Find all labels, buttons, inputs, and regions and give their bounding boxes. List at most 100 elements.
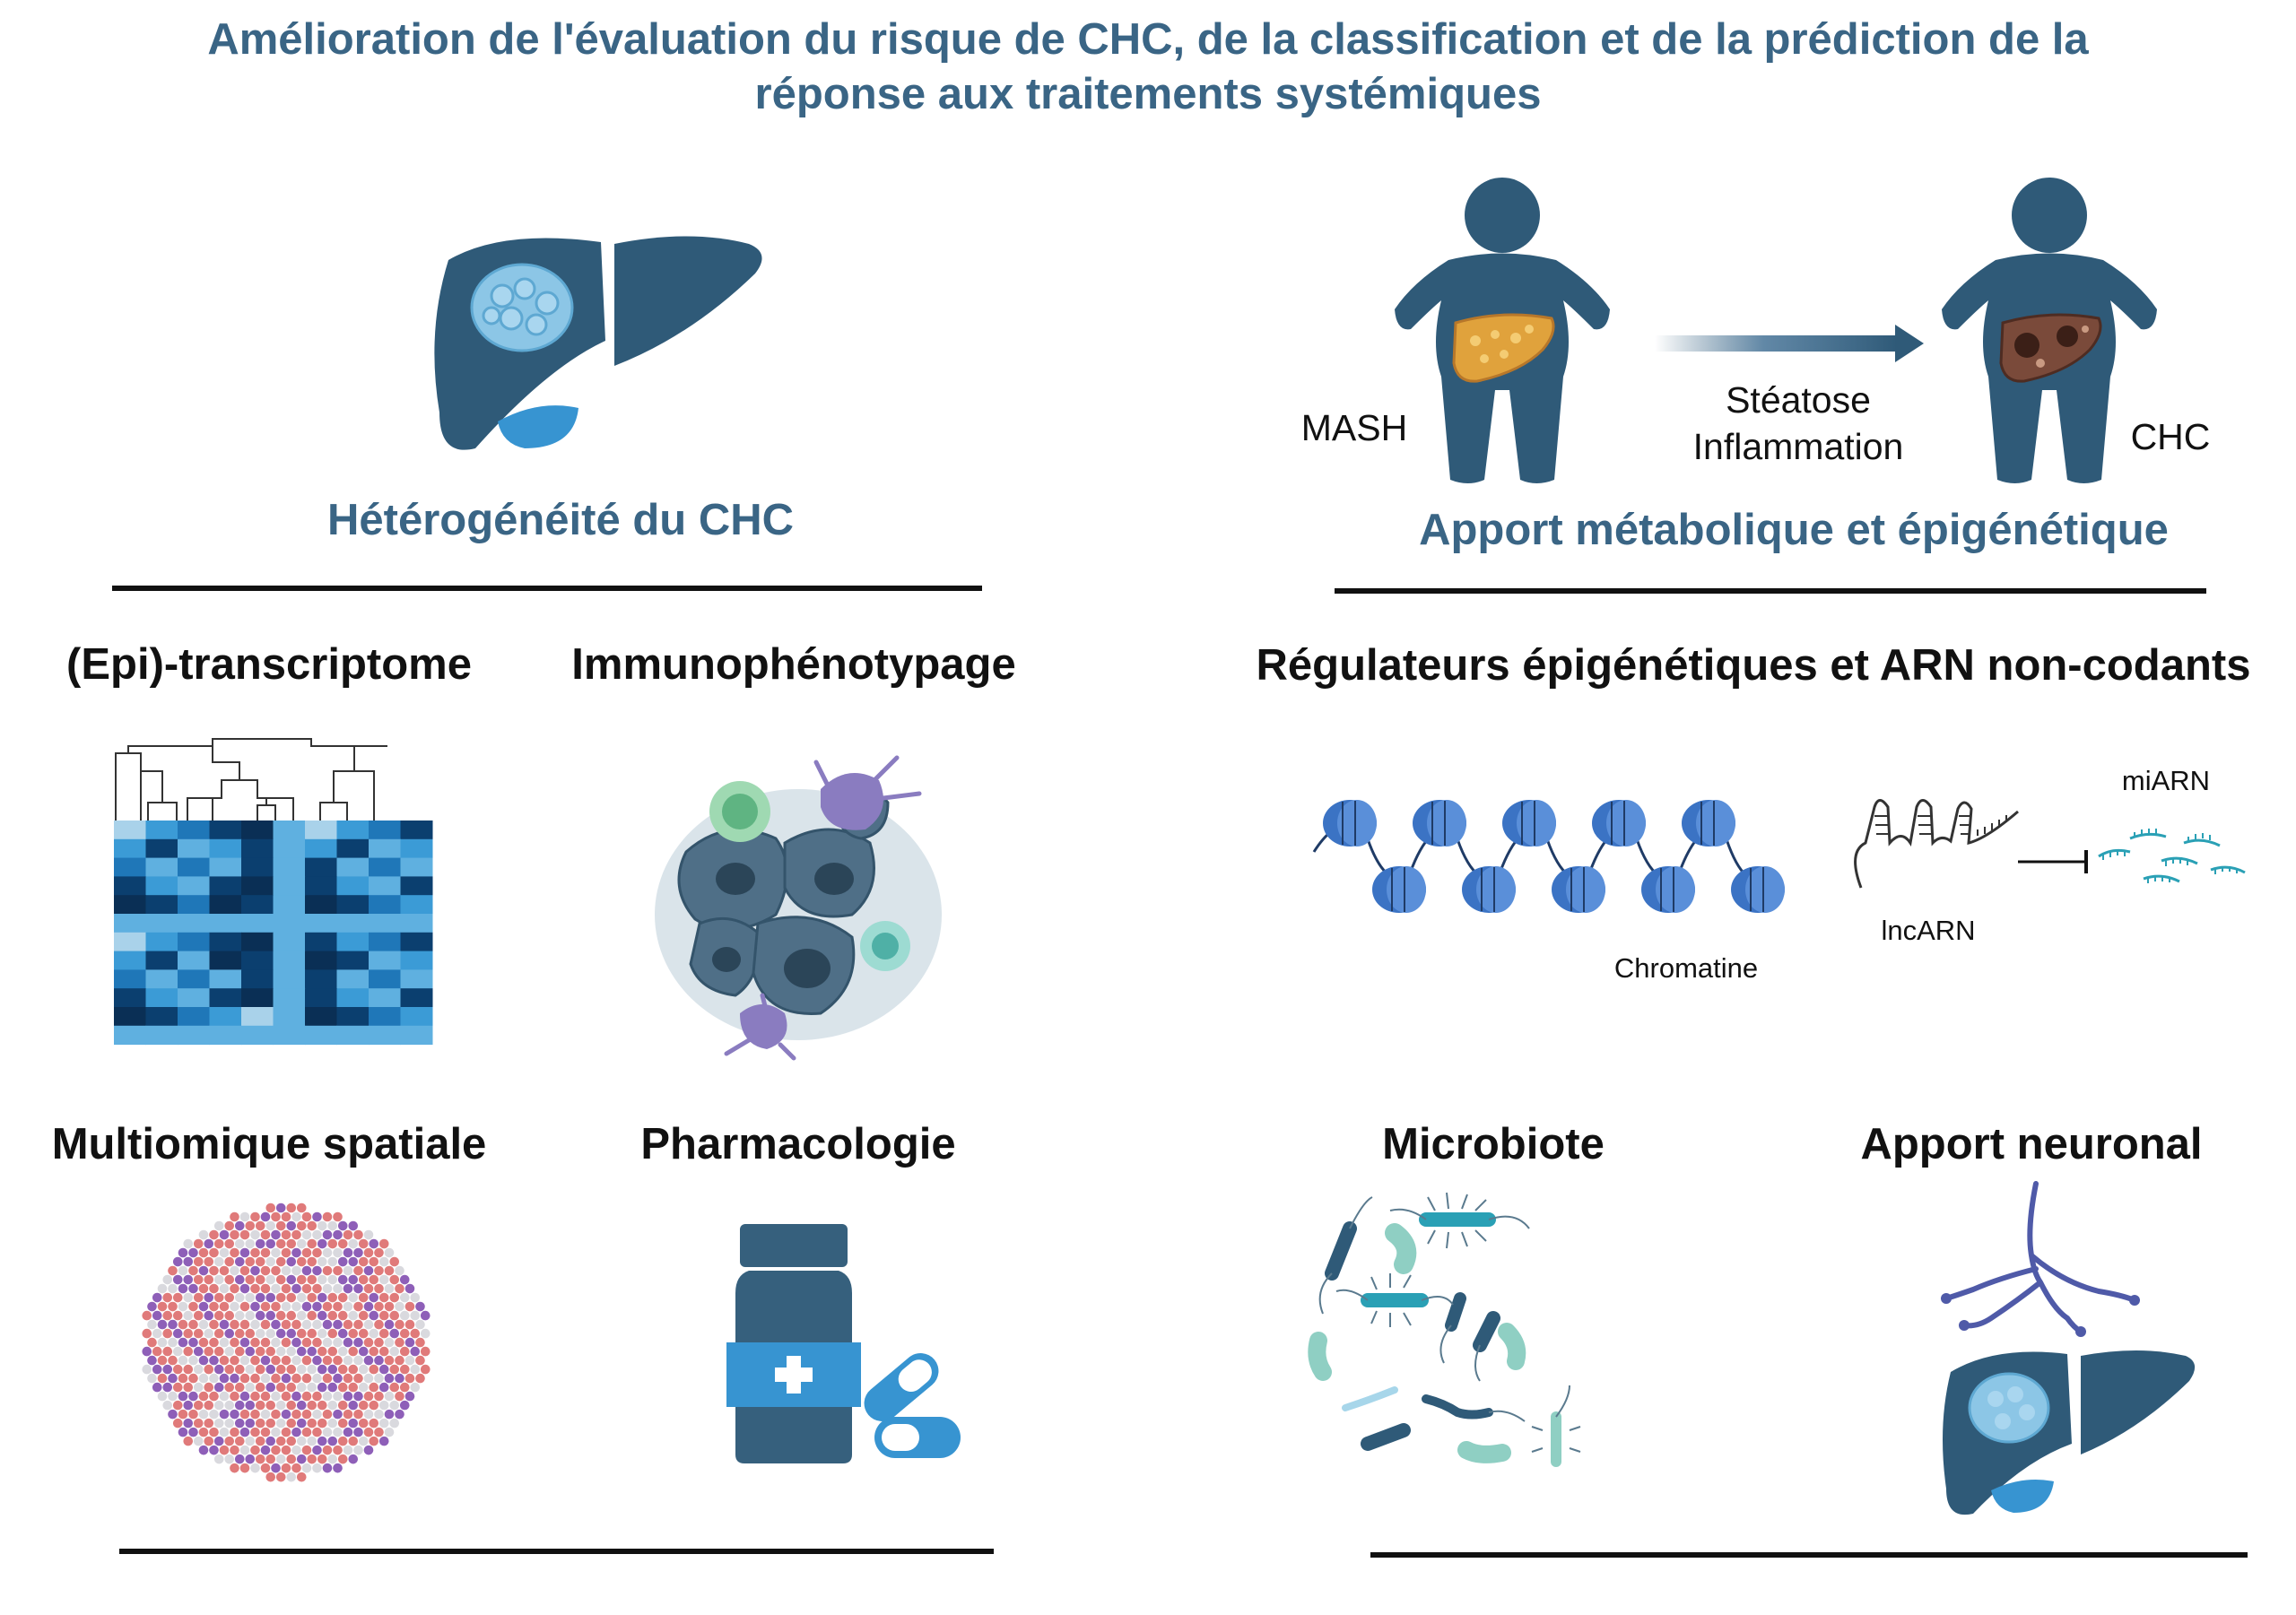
spatial-spot: [260, 1391, 271, 1402]
heatmap-cell: [273, 895, 306, 915]
nucleosome: [1682, 800, 1735, 847]
spatial-spot: [404, 1301, 415, 1312]
spatial-spot: [281, 1463, 291, 1473]
left-bottom-divider: [119, 1549, 994, 1554]
spatial-spot: [343, 1301, 353, 1312]
spatial-spot: [404, 1391, 415, 1402]
spatial-spot: [255, 1274, 265, 1285]
spatial-spot: [384, 1319, 395, 1330]
spatial-spot: [348, 1256, 359, 1267]
spatial-spot: [245, 1400, 256, 1411]
spatial-spot: [389, 1310, 400, 1321]
spatial-spot: [245, 1346, 256, 1357]
spatial-spot: [168, 1265, 178, 1276]
heatmap-cell: [145, 895, 178, 915]
heatmap-cell: [178, 969, 210, 989]
spatial-spot: [209, 1283, 219, 1294]
spatial-spot: [157, 1301, 168, 1312]
heatmap-cell: [273, 988, 306, 1008]
spatial-spot: [374, 1427, 384, 1437]
spatial-spot: [204, 1436, 214, 1446]
heatmap-cell: [369, 838, 401, 859]
spatial-spot: [193, 1418, 204, 1428]
spatial-spot: [147, 1319, 157, 1330]
spatial-spot: [363, 1265, 374, 1276]
right-bottom-divider: [1370, 1552, 2248, 1558]
spatial-spot: [399, 1292, 410, 1303]
spatial-spot: [395, 1391, 404, 1402]
spatial-spot: [286, 1364, 297, 1375]
spatial-spot: [322, 1211, 333, 1222]
heatmap-cell: [305, 969, 337, 989]
heatmap-cell: [209, 951, 242, 970]
heatmap-cell: [241, 932, 274, 952]
spatial-spot: [307, 1418, 317, 1428]
heatmap-cell: [305, 857, 337, 877]
spatial-spot: [317, 1382, 327, 1393]
heatmap-cell: [369, 932, 401, 952]
spatial-spot: [358, 1346, 369, 1357]
label-miarn: miARN: [2121, 765, 2211, 796]
heatmap-cell: [369, 1007, 401, 1027]
spatial-spot: [312, 1265, 322, 1276]
spatial-spot: [286, 1382, 297, 1393]
spatial-spot: [224, 1418, 235, 1428]
neuron-liver-illustration: [1941, 1181, 2196, 1515]
spatial-spot: [333, 1337, 343, 1348]
spatial-spot: [209, 1427, 219, 1437]
spatial-spot: [172, 1328, 183, 1339]
spatial-spot: [275, 1346, 286, 1357]
spatial-spot: [275, 1364, 286, 1375]
spatial-spot: [378, 1274, 389, 1285]
spatial-spot-array: [142, 1203, 430, 1482]
spatial-spot: [234, 1310, 245, 1321]
spatial-spot: [317, 1400, 327, 1411]
lncrna-hairpins: [1854, 799, 2019, 889]
spatial-spot: [291, 1229, 301, 1240]
spatial-spot: [245, 1256, 256, 1267]
heatmap-cell: [400, 857, 433, 877]
spatial-spot: [312, 1355, 322, 1366]
spatial-spot: [353, 1283, 363, 1294]
spatial-spot: [301, 1445, 312, 1455]
gallbladder: [498, 405, 578, 448]
spatial-spot: [353, 1337, 363, 1348]
spatial-spot: [333, 1229, 343, 1240]
nucleosome: [1323, 800, 1377, 847]
cirrhotic-liver: [1999, 313, 2102, 383]
spatial-spot: [219, 1445, 230, 1455]
spatial-spot: [353, 1427, 363, 1437]
spatial-spot: [343, 1283, 353, 1294]
spatial-spot: [193, 1328, 204, 1339]
spatial-spot: [245, 1238, 256, 1249]
spatial-spot: [415, 1373, 425, 1384]
heatmap-cell: [369, 821, 401, 840]
spatial-spot: [343, 1319, 353, 1330]
spatial-spot: [152, 1382, 162, 1393]
spatial-spot: [296, 1220, 307, 1231]
spatial-spot: [265, 1292, 276, 1303]
spatial-spot: [281, 1283, 291, 1294]
spatial-spot: [327, 1454, 338, 1464]
spatial-spot: [296, 1472, 307, 1482]
spatial-spot: [337, 1274, 348, 1285]
spatial-spot: [312, 1301, 322, 1312]
spatial-spot: [198, 1355, 209, 1366]
spatial-spot: [271, 1409, 281, 1420]
spatial-spot: [296, 1454, 307, 1464]
spatial-spot: [255, 1418, 265, 1428]
heatmap-cell: [305, 951, 337, 970]
spatial-spot: [209, 1229, 219, 1240]
heatmap-cell: [241, 821, 274, 840]
spatial-spot: [281, 1319, 291, 1330]
spatial-spot: [260, 1211, 271, 1222]
spatial-spot: [239, 1301, 250, 1312]
spatial-spot: [333, 1409, 343, 1420]
heatmap-cell: [178, 857, 210, 877]
spatial-spot: [275, 1328, 286, 1339]
spatial-spot: [209, 1319, 219, 1330]
spatial-spot: [337, 1436, 348, 1446]
spatial-spot: [374, 1409, 384, 1420]
spatial-spot: [322, 1391, 333, 1402]
spatial-spot: [307, 1310, 317, 1321]
